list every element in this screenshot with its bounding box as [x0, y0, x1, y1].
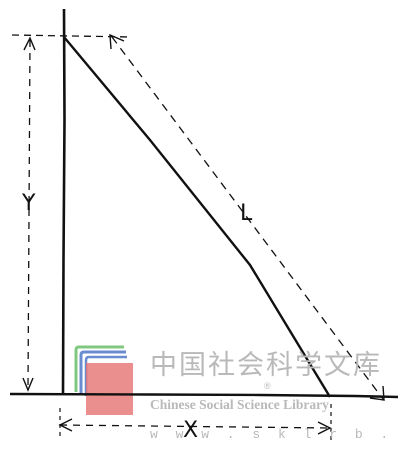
- logo-green-stripe: [74, 345, 124, 392]
- baseline: [9, 392, 399, 399]
- l-dimension-line: [111, 36, 384, 400]
- x-dimension-right-arrow: [317, 421, 332, 435]
- top-reference-dashed-line: [11, 34, 133, 38]
- logo-red-block: [86, 363, 133, 415]
- x-label: X: [183, 418, 198, 443]
- logo-blue-stripe-2: [84, 355, 127, 396]
- l-dimension-bottom-arrow: [369, 385, 385, 401]
- watermark-title-cn: 中国社会科学文库: [150, 350, 382, 381]
- watermark-registered-mark: ®: [264, 381, 271, 391]
- y-label: Y: [21, 191, 36, 216]
- watermark-text: 中国社会科学文库 ® Chinese Social Science Librar…: [150, 350, 405, 442]
- x-dimension-line: [59, 424, 331, 429]
- watermark-url: w w w . s k l r b . c n: [150, 427, 405, 442]
- l-label: L: [240, 201, 253, 226]
- y-dimension-top-arrow: [23, 36, 36, 51]
- hypotenuse-line: [63, 36, 332, 398]
- logo-blue-stripe: [79, 350, 126, 394]
- vertical-side-line: [61, 8, 66, 395]
- watermark-logo: [74, 345, 133, 415]
- watermark-title-en: Chinese Social Science Library: [150, 397, 329, 412]
- y-dimension-line: [27, 39, 31, 389]
- y-dimension-bottom-arrow: [22, 377, 34, 392]
- l-dimension-top-arrow: [109, 33, 125, 50]
